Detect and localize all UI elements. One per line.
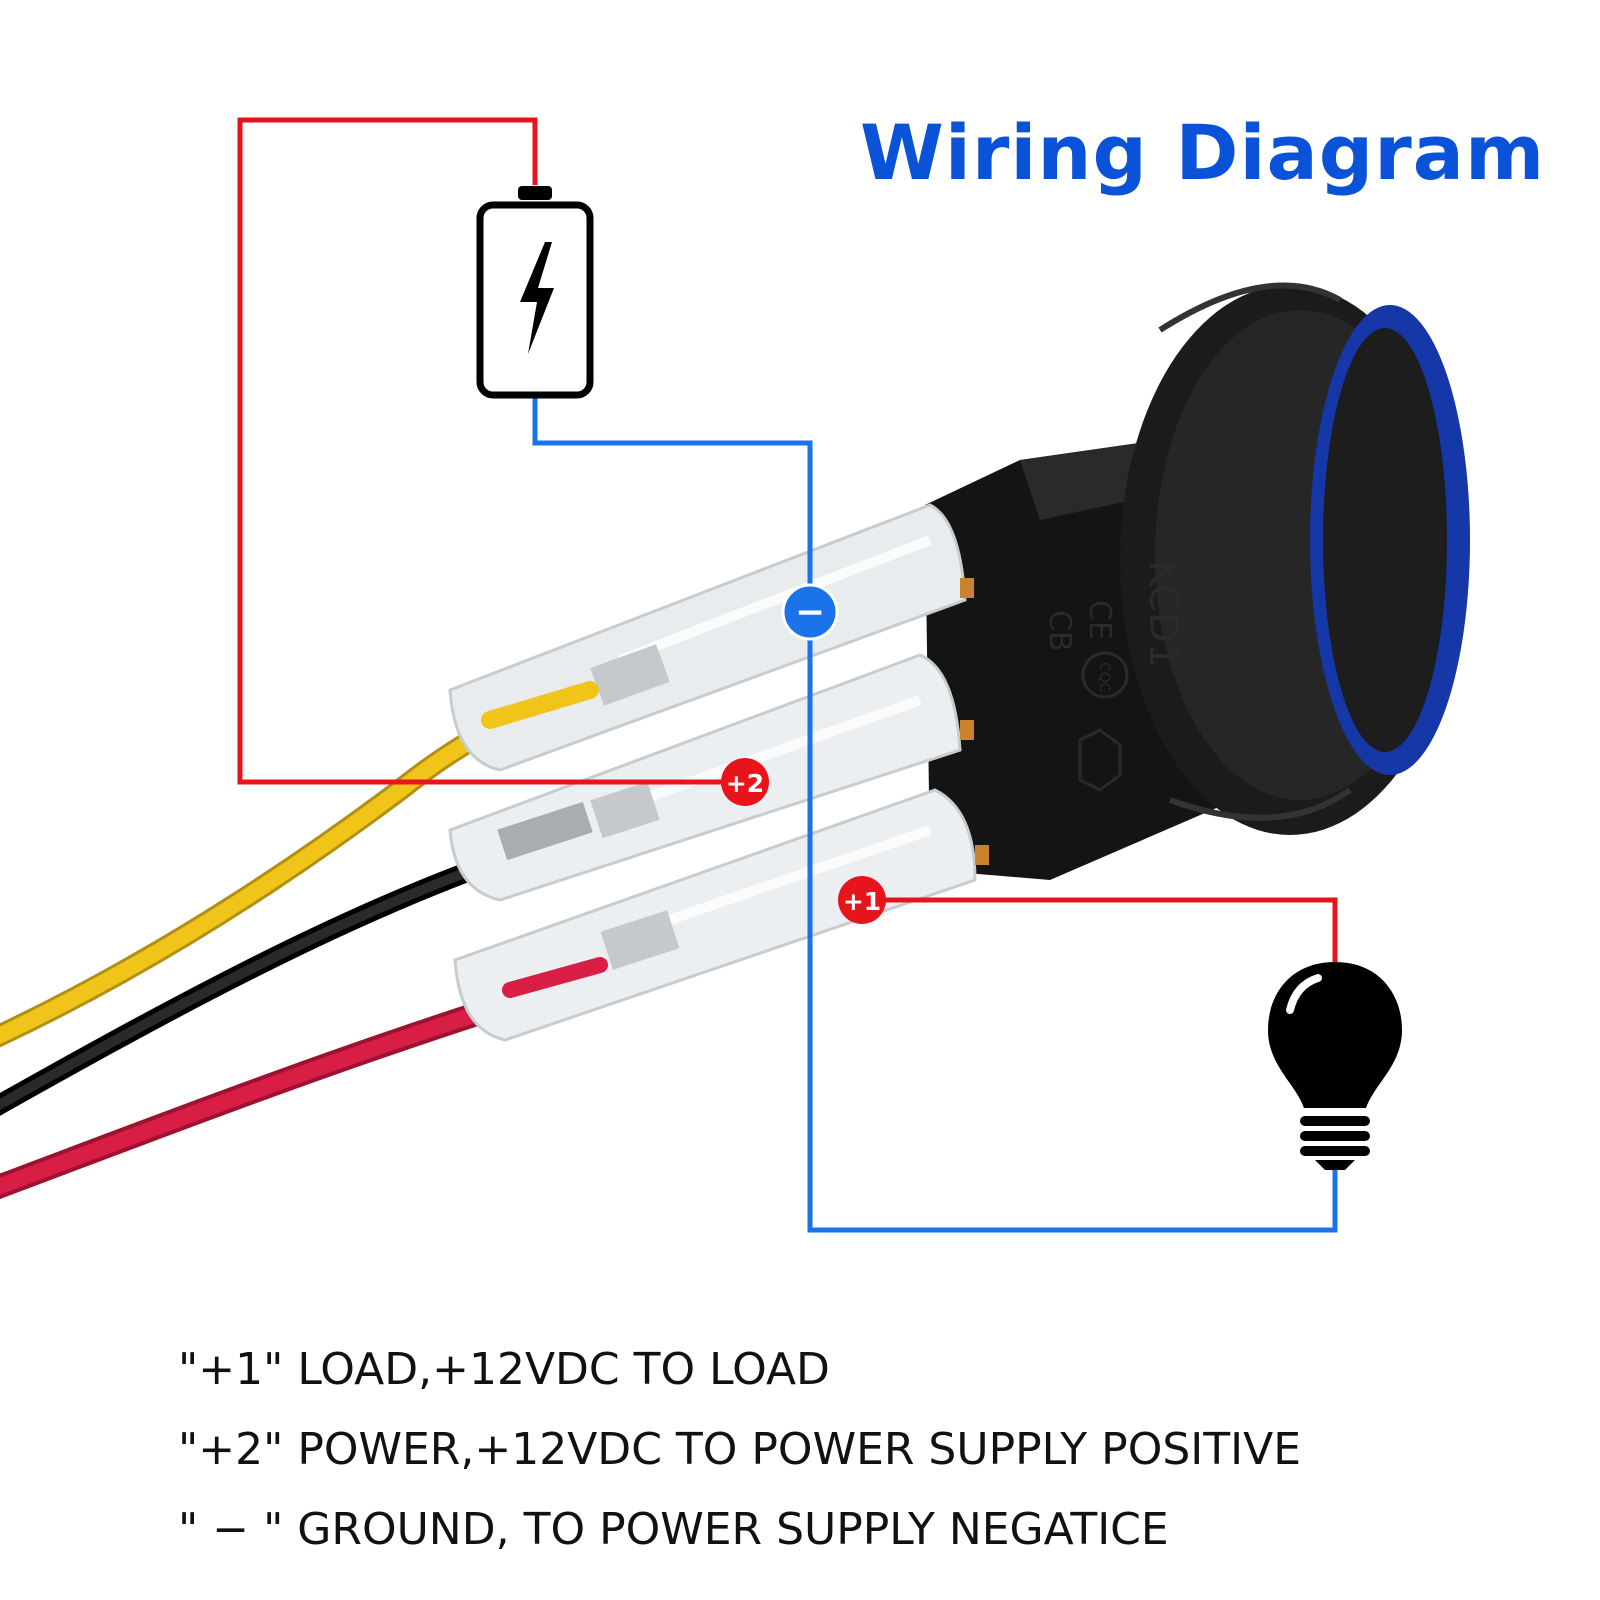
lead-wires [0,689,571,1200]
connector-top [448,503,967,772]
light-bulb-icon [1268,962,1402,1170]
connector-bottom [453,788,977,1042]
battery-icon [476,186,594,399]
badge-ground: − [781,583,839,641]
legend-item-load: "+1" LOAD,+12VDC TO LOAD [178,1344,830,1395]
cb-marking: CB [1042,610,1077,652]
terminal-pin-load [975,845,989,865]
terminal-legend: "+1" LOAD,+12VDC TO LOAD "+2" POWER,+12V… [178,1330,1301,1570]
switch-brand-marking: KCD1 [1140,560,1186,668]
legend-item-ground: " − " GROUND, TO POWER SUPPLY NEGATICE [178,1504,1169,1555]
badge-ground-label: − [795,592,825,633]
rocker-switch: KCD1 CE CB CQC [925,282,1470,880]
cqc-marking: CQC [1096,662,1112,693]
positive-supply-wire [237,117,740,785]
ce-marking: CE [1082,600,1117,640]
schematic-wires [237,117,1338,1233]
badge-load: +1 [838,876,886,924]
load-wire [862,897,1338,962]
lightning-bolt-icon [520,242,554,354]
badge-power-label: +2 [726,769,764,798]
terminal-pin-ground [960,578,974,598]
terminal-pin-power [960,720,974,740]
badge-power: +2 [721,758,769,806]
connectors [448,503,989,1042]
legend-item-power: "+2" POWER,+12VDC TO POWER SUPPLY POSITI… [178,1424,1301,1475]
badge-load-label: +1 [843,887,881,916]
diagram-title: Wiring Diagram [860,108,1546,197]
negative-supply-wire [532,395,1338,1233]
